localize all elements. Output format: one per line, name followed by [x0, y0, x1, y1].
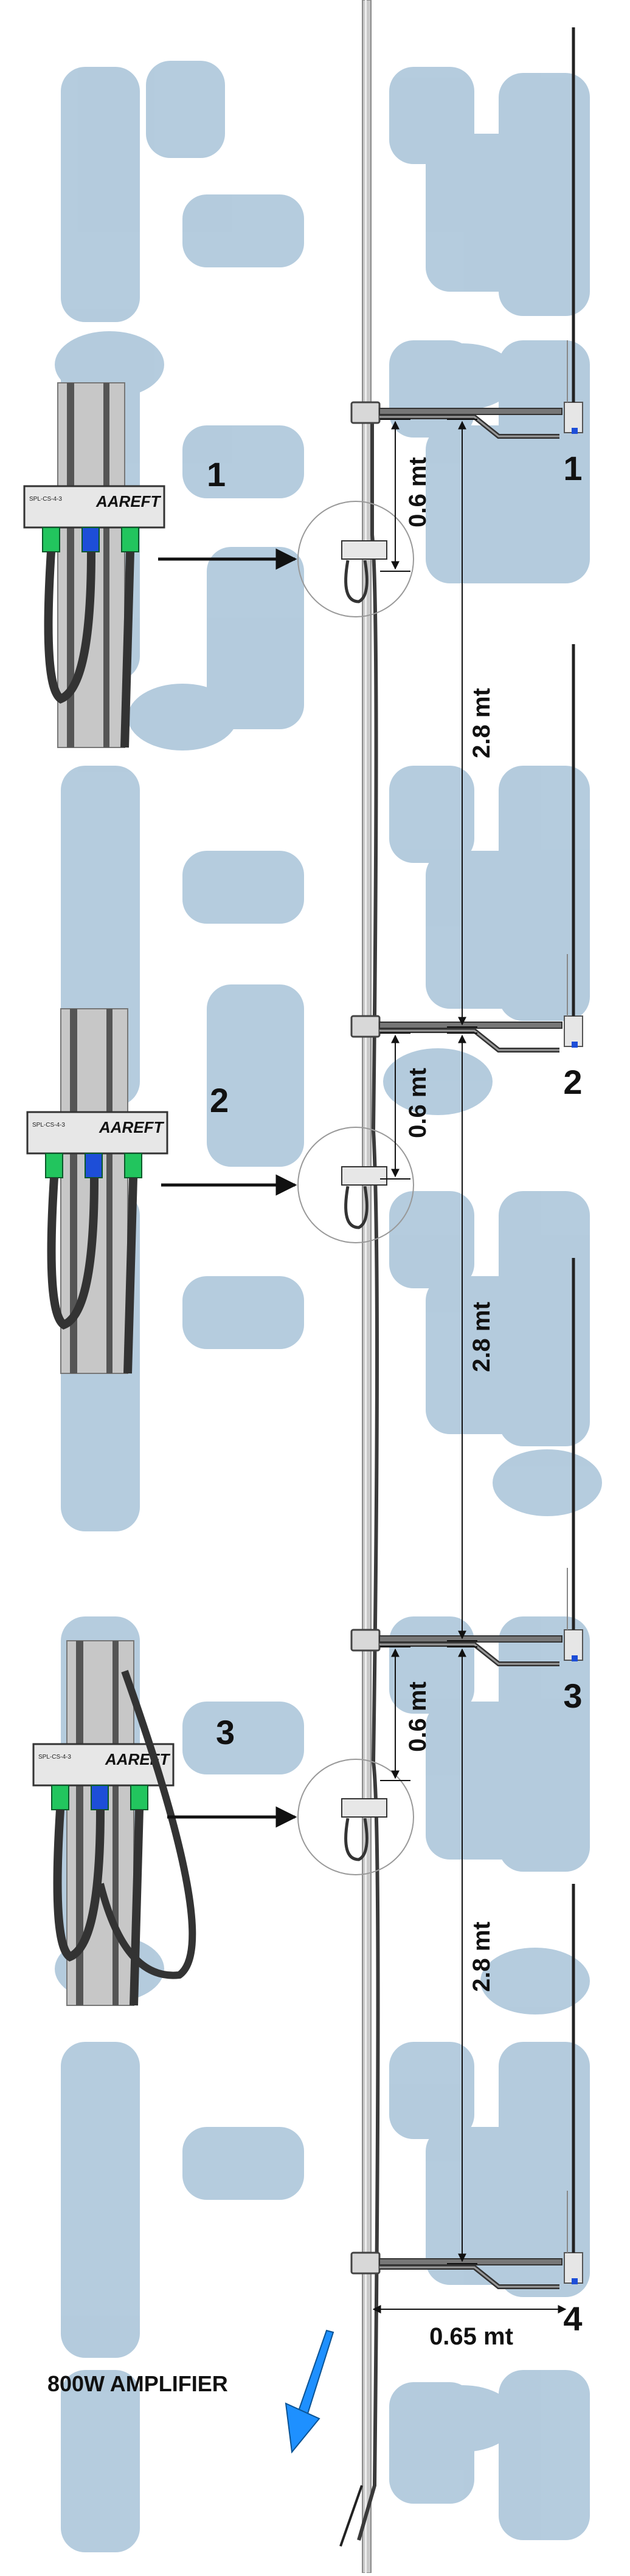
- dimension-boom-length: 0.65 mt: [372, 2305, 567, 2350]
- dimension-long-2: 2.8 mt: [447, 1032, 495, 1641]
- splitter-brand: AAREFT: [99, 1118, 165, 1136]
- dipole-1: 1: [350, 27, 583, 487]
- dipole-number-4: 4: [563, 2300, 582, 2338]
- dipoles-layer: 1 2 3 4: [350, 27, 583, 2338]
- dipole-4: 4: [350, 1884, 583, 2338]
- dipole-3: 3: [350, 1258, 583, 1715]
- feed-cable: [357, 419, 380, 2541]
- svg-text:2.8 mt: 2.8 mt: [468, 1302, 495, 1372]
- splitter-brand: AAREFT: [95, 492, 162, 510]
- mast: [362, 0, 372, 2574]
- splitter-2: AAREFT SPL-CS-4-3 2: [26, 1008, 414, 1374]
- svg-text:2.8 mt: 2.8 mt: [468, 688, 495, 758]
- svg-text:0.65 mt: 0.65 mt: [429, 2323, 513, 2350]
- splitter-number-2: 2: [210, 1081, 229, 1119]
- splitter-number-3: 3: [216, 1713, 235, 1751]
- splitter-model: SPL-CS-4-3: [29, 496, 62, 503]
- svg-text:2.8 mt: 2.8 mt: [468, 1922, 495, 1992]
- splitter-model: SPL-CS-4-3: [38, 1754, 71, 1760]
- svg-text:0.6 mt: 0.6 mt: [404, 1068, 431, 1138]
- dimension-short-3: 0.6 mt: [380, 1646, 431, 1781]
- dimensions-layer: 0.6 mt 2.8 mt 0.6 mt 2.8 mt 0.6 mt 2.8 mt 0.65…: [372, 419, 567, 2350]
- amplifier-label: 800W AMPLIFIER: [47, 2371, 228, 2396]
- splitter-brand: AAREFT: [105, 1750, 171, 1768]
- splitter-model: SPL-CS-4-3: [32, 1122, 65, 1128]
- splitter-3: AAREFT SPL-CS-4-3 3: [32, 1640, 414, 2006]
- dipole-2: 2: [350, 644, 583, 1101]
- splitters-layer: AAREFTSPL-CS-4-31AAREFTSPL-CS-4-32AAREFT…: [23, 382, 414, 2006]
- svg-text:0.6 mt: 0.6 mt: [404, 457, 431, 527]
- down-left-arrow-icon: [285, 2329, 363, 2547]
- dipole-number-3: 3: [563, 1677, 582, 1715]
- dimension-long-3: 2.8 mt: [447, 1646, 495, 2264]
- dimension-short-1: 0.6 mt: [380, 419, 431, 572]
- splitter-1: AAREFT SPL-CS-4-3 1: [23, 382, 414, 748]
- dimension-short-2: 0.6 mt: [380, 1032, 431, 1180]
- dimension-long-1: 2.8 mt: [447, 419, 495, 1028]
- dipole-number-2: 2: [563, 1063, 582, 1101]
- svg-text:0.6 mt: 0.6 mt: [404, 1681, 431, 1752]
- splitter-number-1: 1: [207, 455, 226, 493]
- dipole-number-1: 1: [563, 449, 582, 487]
